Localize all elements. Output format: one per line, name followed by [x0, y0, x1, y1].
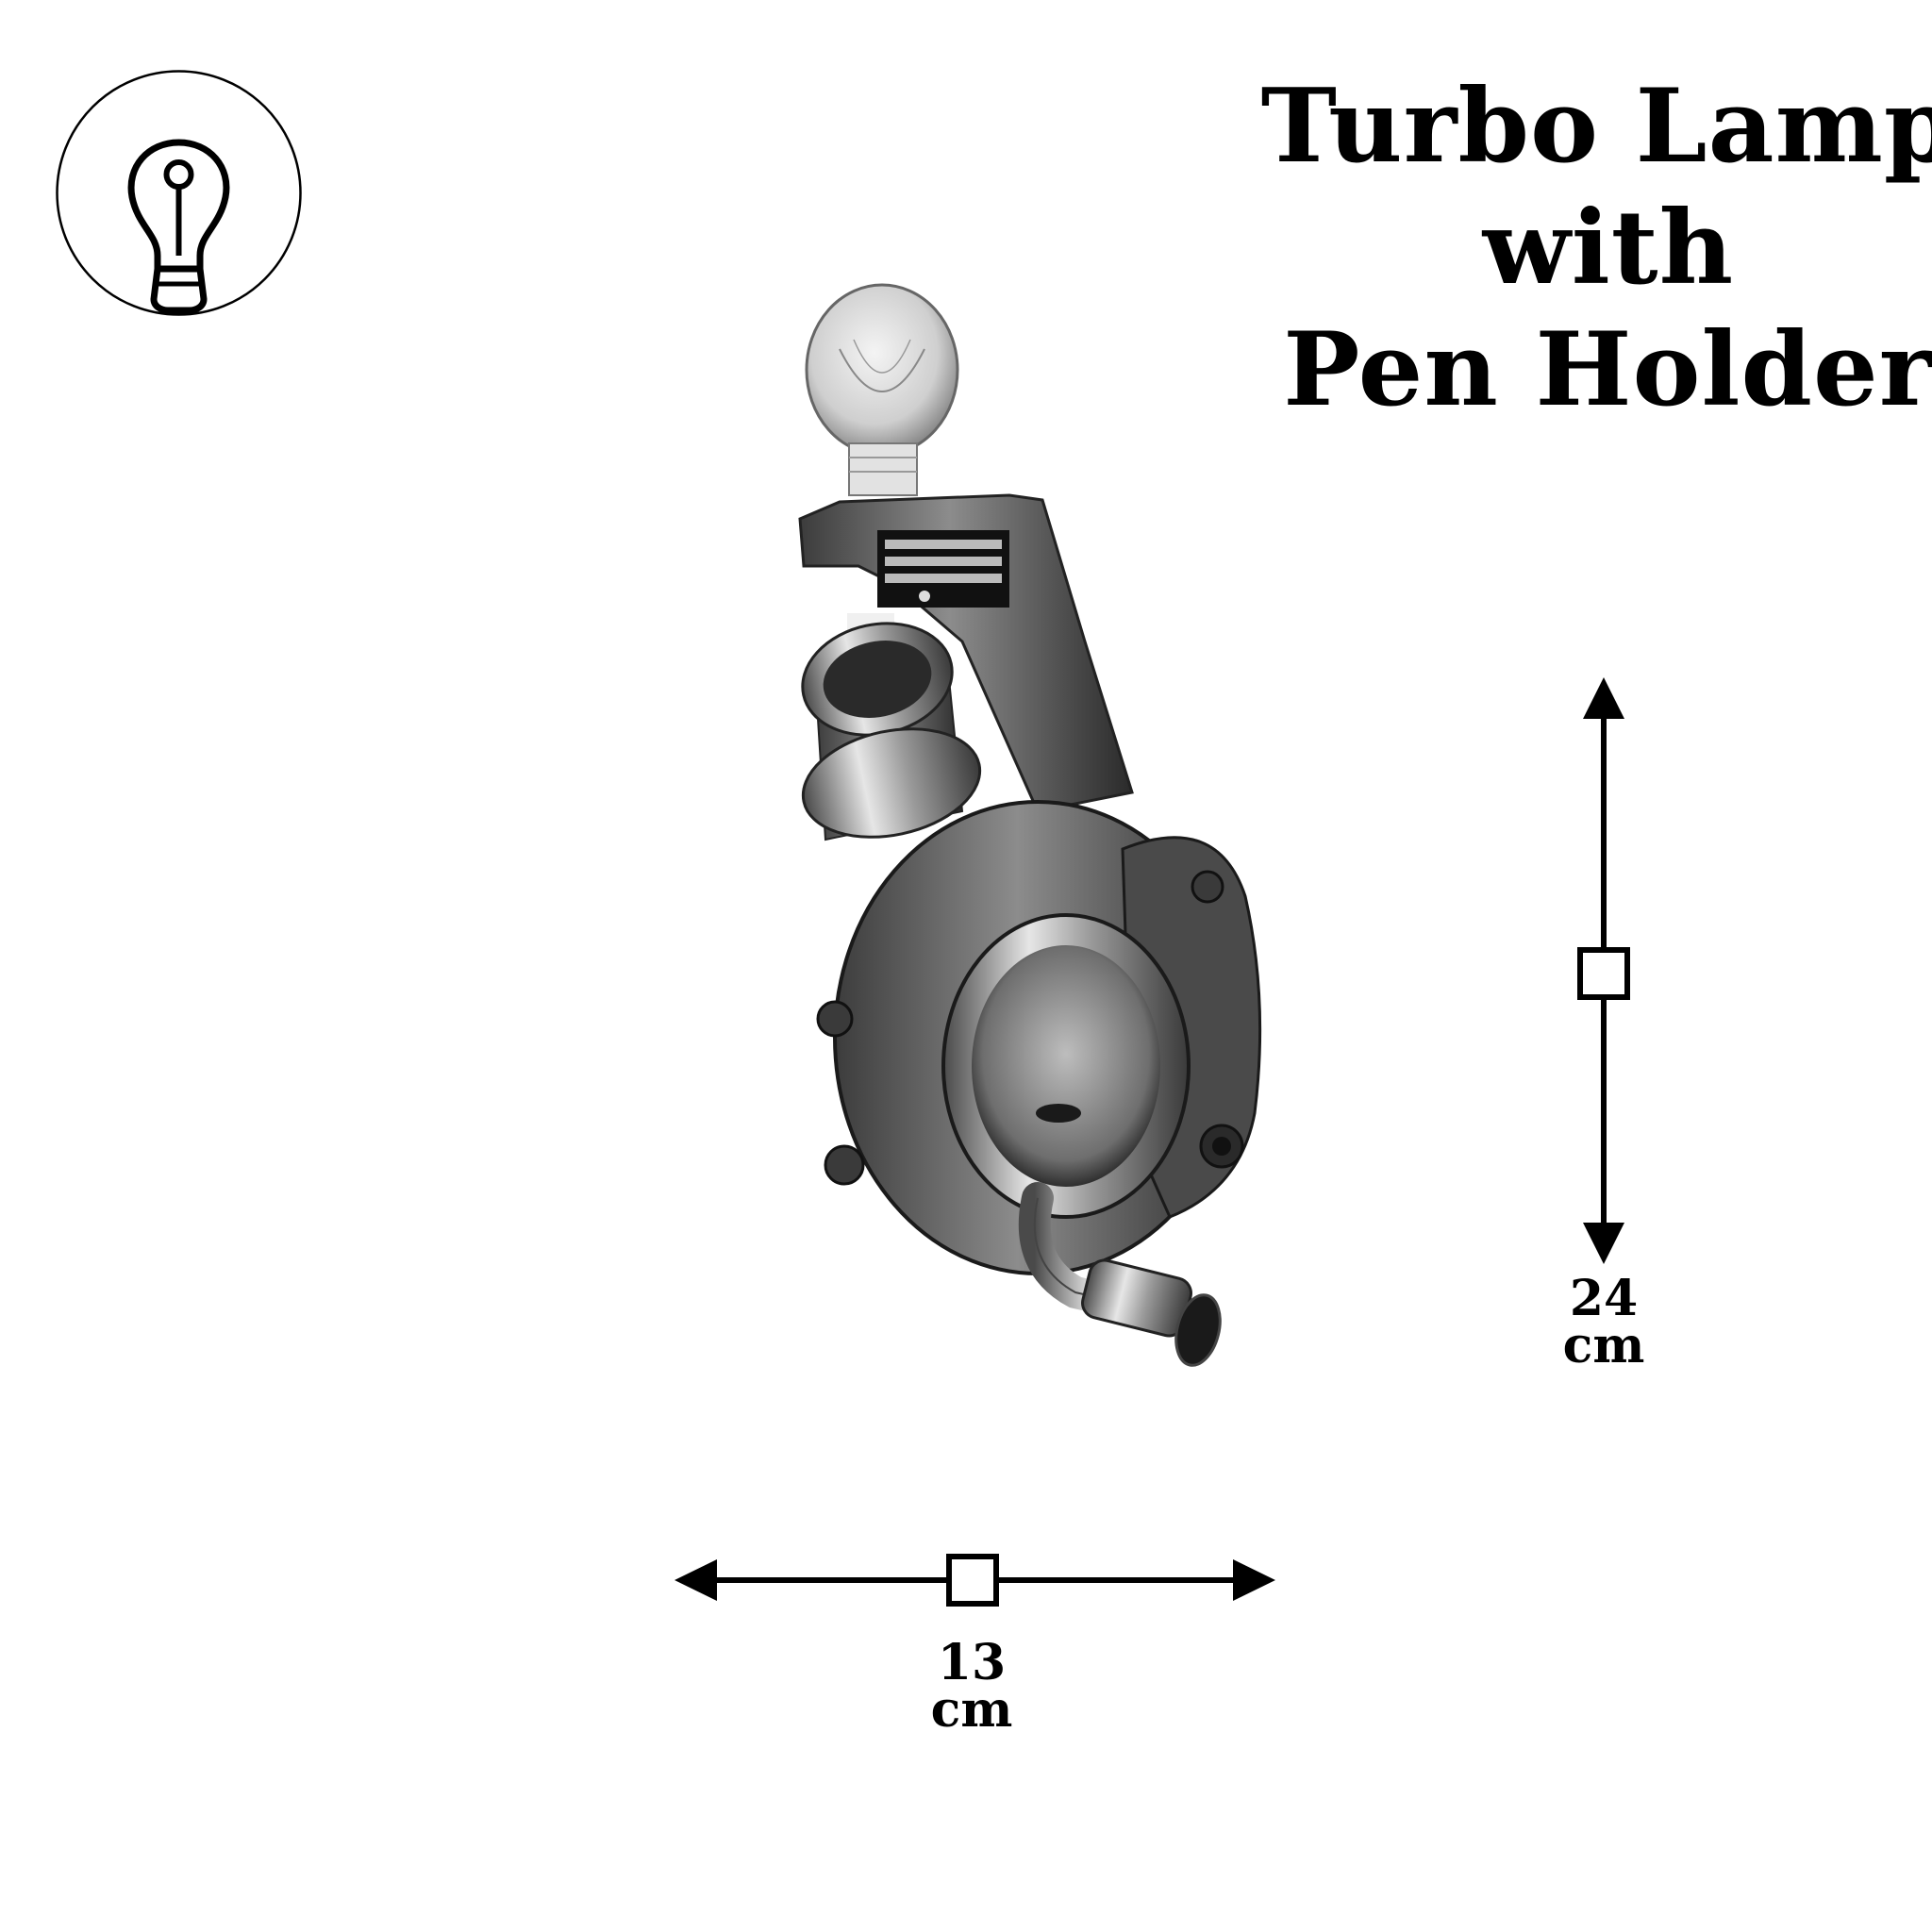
title-line-1: Turbo Lamp	[1260, 67, 1932, 186]
light-bulb-icon	[55, 69, 303, 317]
width-label: 13 cm	[906, 1634, 1038, 1739]
width-dimension-arrow	[675, 1554, 1275, 1607]
width-value: 13	[937, 1634, 1007, 1691]
height-label: 24 cm	[1538, 1270, 1670, 1374]
height-unit: cm	[1562, 1317, 1645, 1374]
height-value: 24	[1569, 1270, 1639, 1327]
width-unit: cm	[930, 1681, 1013, 1739]
product-image	[726, 283, 1330, 1406]
title-line-2: with	[1482, 189, 1735, 308]
height-dimension-arrow	[1577, 677, 1630, 1264]
title-line-3: Pen Holder	[1283, 310, 1932, 429]
product-title: Turbo Lamp with Pen Holder	[1255, 66, 1932, 431]
